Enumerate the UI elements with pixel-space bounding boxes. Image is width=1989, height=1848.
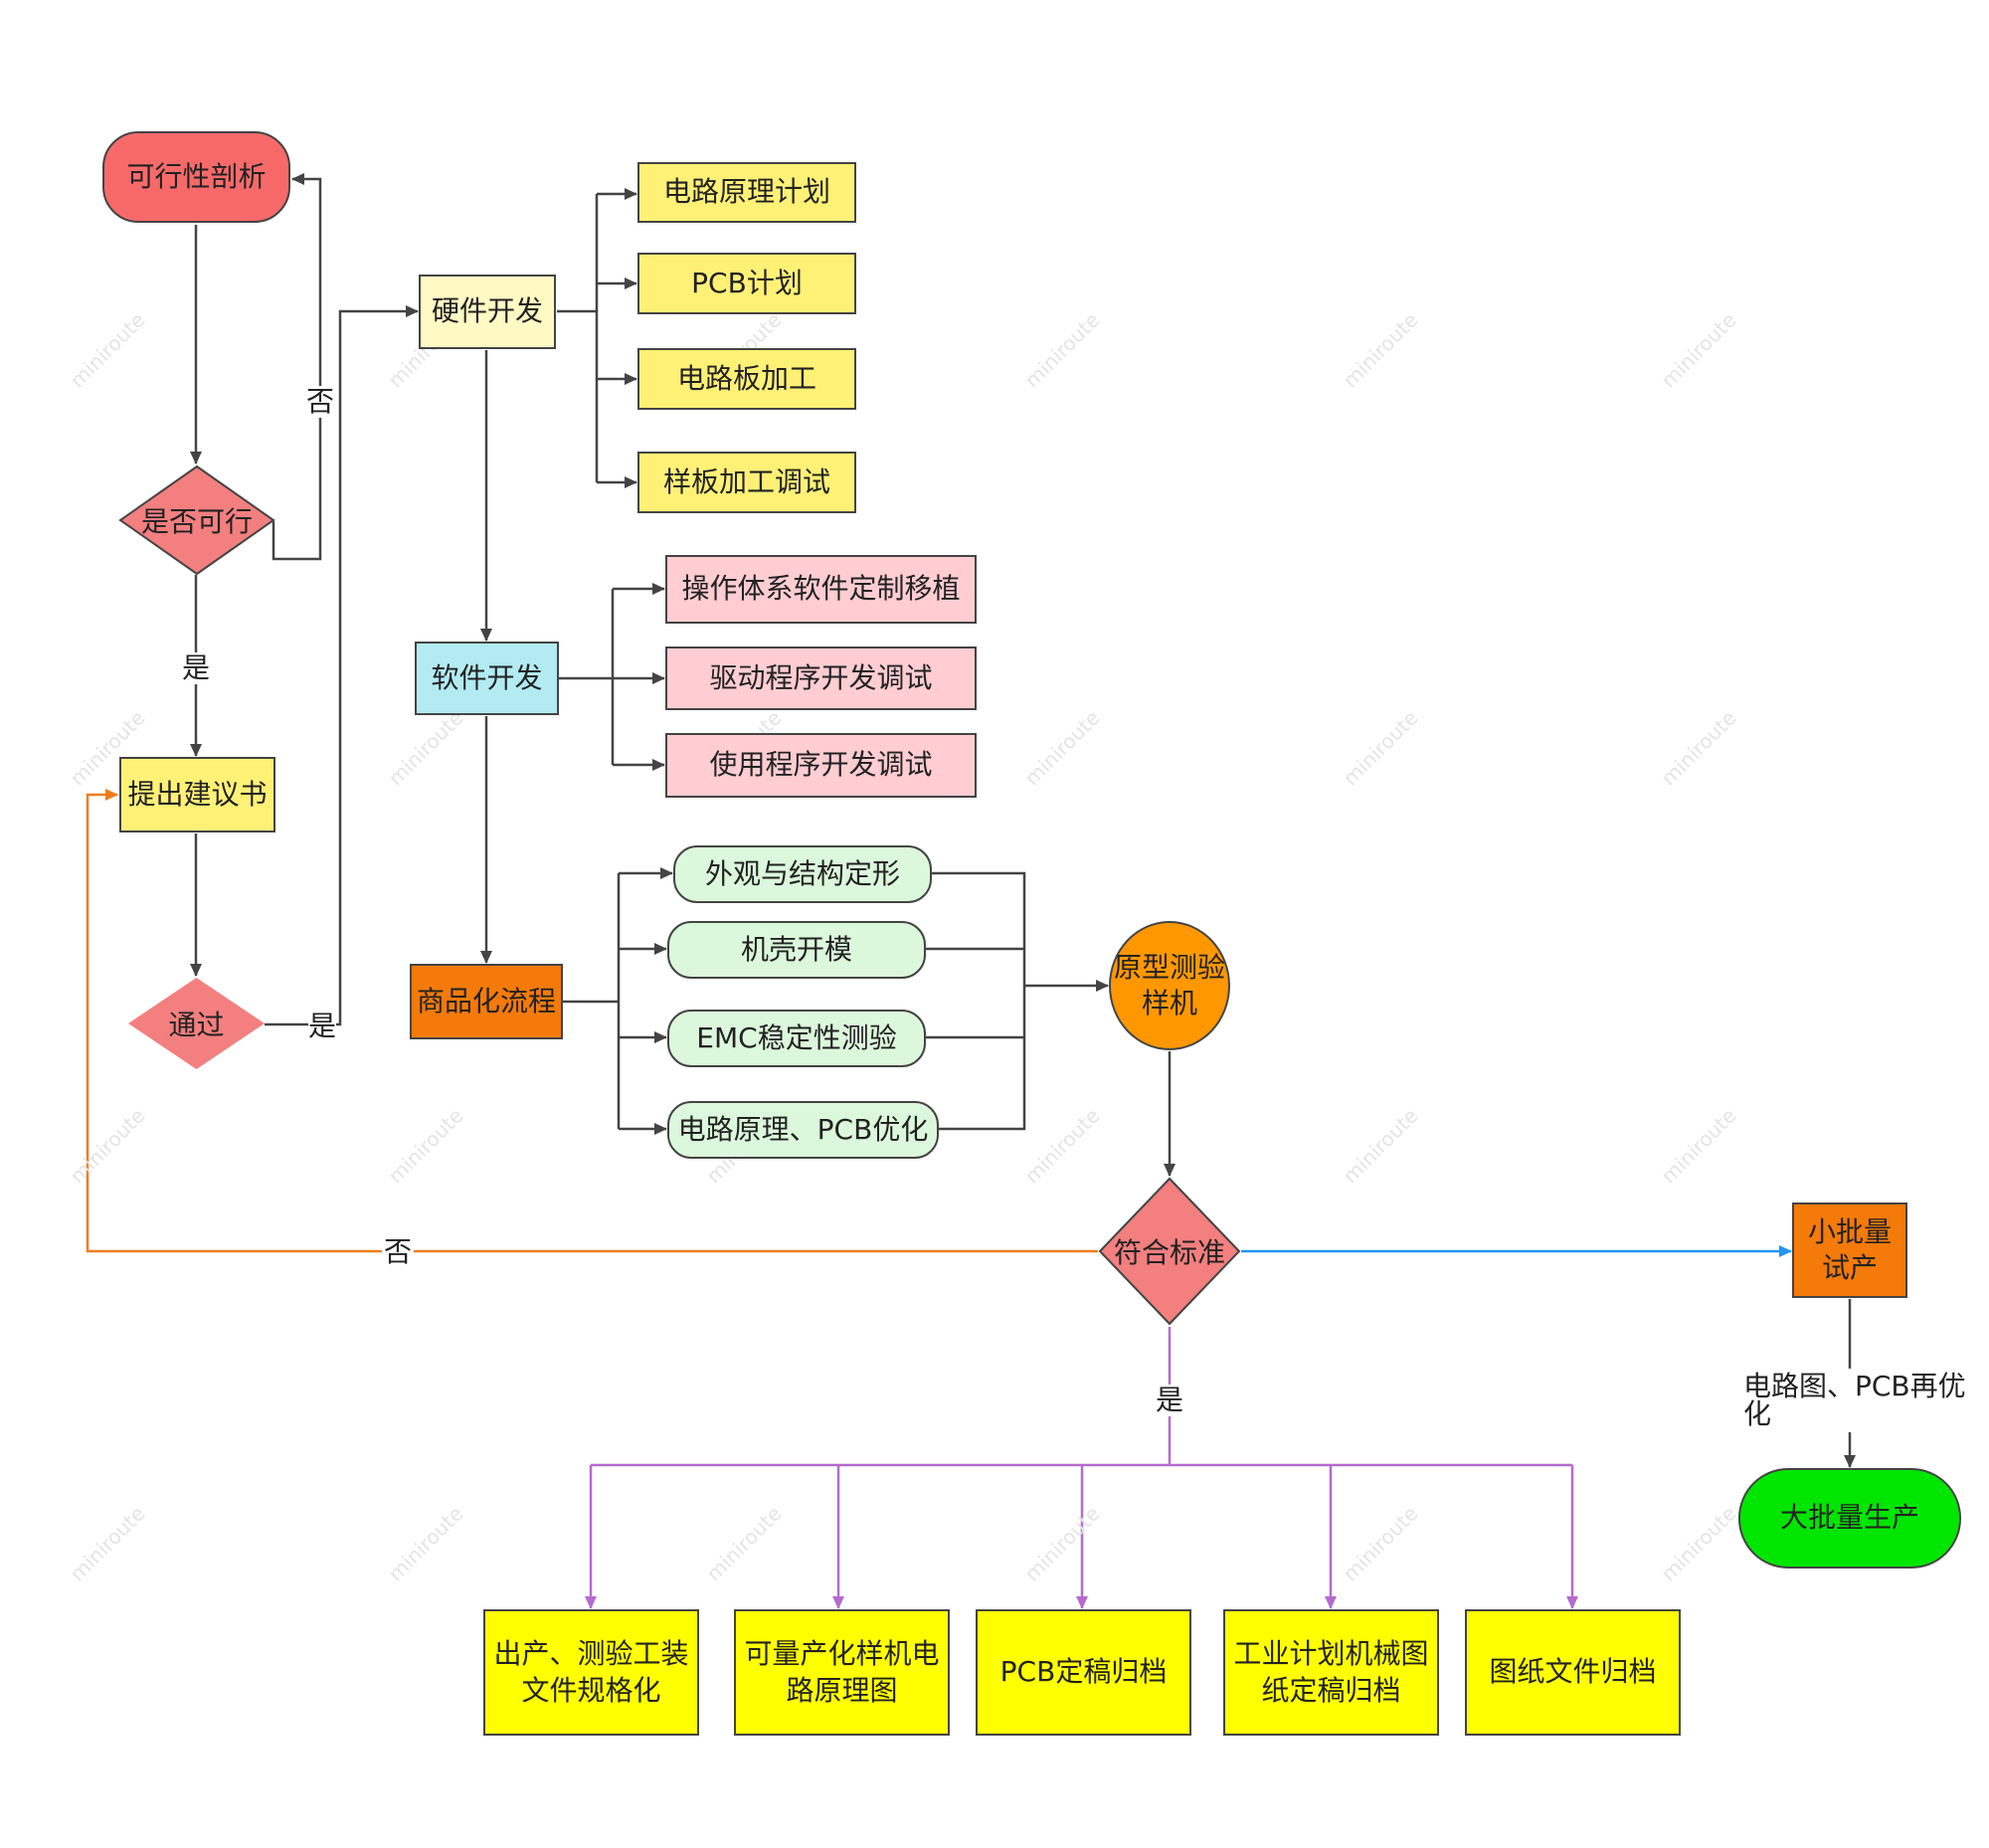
small-batch-box[interactable]: 小批量 试产 (1792, 1202, 1907, 1298)
hardware-dev-box[interactable]: 硬件开发 (419, 275, 556, 349)
diamond-shape (1098, 1177, 1241, 1326)
commercial-label: 商品化流程 (416, 984, 556, 1017)
hardware-dev-label: 硬件开发 (431, 294, 543, 328)
os-port-label: 操作体系软件定制移植 (681, 572, 961, 606)
commercial-box[interactable]: 商品化流程 (410, 964, 563, 1039)
small-batch-label-line2: 试产 (1821, 1251, 1878, 1284)
doc-schematic-box[interactable]: 可量产化样机电 路原理图 (734, 1609, 950, 1736)
edge-label-feasible-yes: 是 (182, 651, 211, 684)
appearance-box[interactable]: 外观与结构定形 (673, 845, 932, 903)
emc-box[interactable]: EMC稳定性测验 (667, 1010, 926, 1067)
doc-pcb-archive-box[interactable]: PCB定稿归档 (976, 1609, 1191, 1736)
edge-pass-to-hardware (265, 305, 419, 1026)
doc3-label: PCB定稿归档 (999, 1655, 1168, 1689)
software-dev-box[interactable]: 软件开发 (415, 642, 559, 715)
diamond-shape (128, 978, 265, 1069)
edge-not-feasible-loop (271, 173, 322, 561)
emc-label: EMC稳定性测验 (696, 1020, 897, 1054)
sample-debug-box[interactable]: 样板加工调试 (637, 452, 856, 513)
doc-tooling-spec-box[interactable]: 出产、测验工装 文件规格化 (483, 1609, 699, 1736)
prototype-label-line1: 原型测验 (1113, 950, 1225, 984)
appearance-label: 外观与结构定形 (704, 856, 900, 890)
doc2-line2: 路原理图 (786, 1673, 898, 1707)
driver-debug-label: 驱动程序开发调试 (709, 660, 933, 694)
board-process-label: 电路板加工 (676, 361, 816, 395)
edge-label-standard-no: 否 (382, 1235, 415, 1268)
board-process-box[interactable]: 电路板加工 (637, 348, 856, 410)
doc-mechanical-box[interactable]: 工业计划机械图 纸定稿归档 (1223, 1609, 1439, 1736)
small-batch-label-line1: 小批量 (1807, 1214, 1892, 1248)
pass-label: 通过 (168, 1009, 225, 1041)
meets-standard-decision[interactable]: 符合标准 (1098, 1177, 1241, 1326)
is-feasible-decision[interactable]: 是否可行 (118, 464, 275, 576)
doc1-line1: 出产、测验工装 (493, 1637, 689, 1671)
doc1-line2: 文件规格化 (521, 1673, 661, 1707)
doc2-line1: 可量产化样机电 (744, 1637, 940, 1671)
doc4-line2: 纸定稿归档 (1261, 1673, 1401, 1707)
edge-label-pass-yes: 是 (308, 1010, 337, 1042)
circuit-plan-label: 电路原理计划 (662, 175, 830, 209)
feasibility-label: 可行性剖析 (126, 159, 267, 193)
feasibility-analysis-terminal[interactable]: 可行性剖析 (102, 131, 290, 223)
edge-label-reoptimize: 电路图、PCB再优化 (1741, 1369, 1989, 1432)
prototype-test-circle[interactable]: 原型测验 样机 (1109, 921, 1230, 1050)
proposal-box[interactable]: 提出建议书 (119, 757, 275, 832)
circuit-opt-label: 电路原理、PCB优化 (677, 1112, 929, 1146)
pass-decision[interactable]: 通过 (127, 977, 266, 1070)
edge-merge-to-prototype (932, 871, 1026, 1131)
mass-production-terminal[interactable]: 大批量生产 (1738, 1468, 1961, 1569)
circuit-plan-box[interactable]: 电路原理计划 (637, 162, 856, 223)
diamond-shape (118, 464, 275, 576)
edge-hardware-branch (557, 309, 599, 482)
mold-label: 机壳开模 (740, 932, 852, 966)
proposal-label: 提出建议书 (127, 777, 268, 811)
edge-label-standard-yes: 是 (1156, 1384, 1184, 1416)
is-feasible-label: 是否可行 (140, 505, 253, 538)
mass-production-label: 大批量生产 (1779, 1501, 1919, 1535)
doc5-label: 图纸文件归档 (1489, 1655, 1657, 1689)
prototype-label-line2: 样机 (1141, 987, 1197, 1019)
app-debug-box[interactable]: 使用程序开发调试 (665, 733, 977, 798)
meets-standard-label: 符合标准 (1113, 1236, 1225, 1269)
doc4-line1: 工业计划机械图 (1233, 1637, 1429, 1671)
app-debug-label: 使用程序开发调试 (709, 748, 933, 782)
doc-drawings-box[interactable]: 图纸文件归档 (1465, 1609, 1681, 1736)
driver-debug-box[interactable]: 驱动程序开发调试 (665, 647, 977, 710)
edge-standard-no-to-proposal (86, 789, 1098, 1253)
edge-label-not-feasible: 否 (306, 385, 335, 418)
circuit-opt-box[interactable]: 电路原理、PCB优化 (667, 1101, 939, 1159)
mold-box[interactable]: 机壳开模 (667, 921, 926, 979)
sample-debug-label: 样板加工调试 (662, 464, 830, 498)
pcb-plan-label: PCB计划 (691, 266, 803, 299)
pcb-plan-box[interactable]: PCB计划 (637, 253, 856, 314)
os-port-box[interactable]: 操作体系软件定制移植 (665, 555, 977, 624)
software-dev-label: 软件开发 (431, 660, 543, 694)
